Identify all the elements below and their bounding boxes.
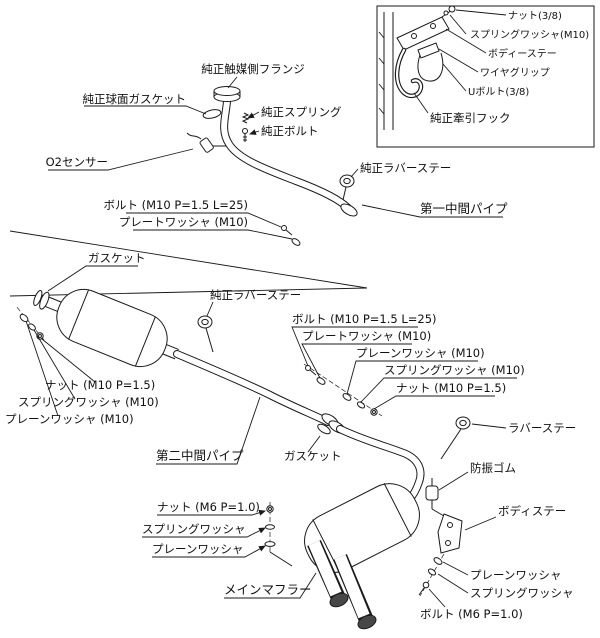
- inset-labels: ナット(3/8) スプリングワッシャ(M10) ボディーステー ワイヤグリップ …: [430, 10, 589, 125]
- label-main-muffler: メインマフラー: [224, 582, 312, 597]
- label-oem-rubber-stay-mid: 純正ラバーステー: [210, 288, 301, 302]
- front-pipe-end-flange: [340, 203, 358, 217]
- label-spring-washer-left-rear: スプリングワッシャ: [142, 522, 246, 536]
- second-mid-pipe-assembly: [15, 288, 383, 435]
- main-muffler-assembly: [264, 482, 420, 630]
- label-u-bolt: Uボルト(3/8): [468, 86, 529, 98]
- label-rubber-stay: ラバーステー: [508, 421, 576, 435]
- label-tow-hook: 純正牽引フック: [430, 111, 511, 125]
- oem-bolt-part: [242, 128, 248, 142]
- tow-hook-part: [394, 47, 424, 99]
- oem-spherical-gasket-part: [202, 109, 222, 119]
- oem-front-pipe-assembly: [186, 86, 358, 246]
- inset-border: [376, 5, 595, 148]
- oem-spring-part: [241, 112, 250, 124]
- floor-outline: [9, 230, 368, 297]
- main-muffler-body: [304, 482, 420, 574]
- label-plain-washer-m10-left: プレーンワッシャ (M10): [5, 412, 134, 426]
- tow-hook-bracket: [396, 5, 456, 51]
- left-fastener-stack: [15, 305, 45, 341]
- inset-leader-lines: [413, 9, 507, 114]
- label-nut-38: ナット(3/8): [508, 10, 562, 22]
- gasket-rear-part: [317, 423, 331, 435]
- wire-grip-part: [417, 42, 440, 59]
- label-spring-washer-m10-right: スプリングワッシャ (M10): [384, 363, 525, 377]
- o2-sensor-part: [186, 132, 226, 153]
- label-body-stay-rear: ボディステー: [498, 504, 566, 518]
- label-gasket-rear: ガスケット: [284, 449, 342, 463]
- label-gasket-front: ガスケット: [88, 251, 146, 265]
- label-plain-washer-right-rear: プレーンワッシャ: [470, 568, 561, 582]
- label-nut-m10-left: ナット (M10 P=1.5): [45, 378, 155, 392]
- label-first-mid-pipe: 第一中間パイプ: [420, 201, 508, 216]
- label-second-mid-pipe: 第二中間パイプ: [156, 448, 244, 463]
- frame-rail: [378, 12, 394, 130]
- vibration-rubber-part: [425, 478, 439, 509]
- u-bolt-part: [417, 51, 444, 82]
- label-bolt-m10-mid: ボルト (M10 P=1.5 L=25): [292, 312, 437, 326]
- label-o2-sensor: O2センサー: [46, 155, 108, 169]
- label-wire-grip: ワイヤグリップ: [480, 66, 550, 79]
- label-spring-washer-right-rear: スプリングワッシャ: [470, 586, 574, 600]
- oem-rubber-stay-front-ring: [339, 174, 355, 201]
- label-plate-washer-mid: プレートワッシャ (M10): [302, 329, 431, 343]
- detail-inset: ナット(3/8) スプリングワッシャ(M10) ボディーステー ワイヤグリップ …: [376, 5, 595, 148]
- leader-lines: [25, 76, 517, 608]
- label-spring-washer-inset: スプリングワッシャ(M10): [470, 28, 589, 41]
- label-bolt-m10-front: ボルト (M10 P=1.5 L=25): [103, 198, 248, 212]
- label-nut-m6: ナット (M6 P=1.0): [157, 500, 260, 514]
- label-oem-spring: 純正スプリング: [261, 105, 342, 119]
- body-stay-bracket: [431, 508, 463, 554]
- plate-washer-front-icon: [291, 238, 301, 246]
- rubber-stay-ring: [440, 416, 471, 460]
- label-oem-bolt: 純正ボルト: [261, 124, 319, 138]
- label-nut-m10-right: ナット (M10 P=1.5): [396, 381, 506, 395]
- label-body-stay-inset: ボディーステー: [488, 47, 557, 60]
- label-plain-washer-m10-right: プレーンワッシャ (M10): [356, 346, 485, 360]
- resonator-body: [33, 288, 179, 368]
- bolt-front-icon: [281, 225, 293, 236]
- label-plate-washer-front: プレートワッシャ (M10): [119, 215, 248, 229]
- muffler-front-bracket: [264, 502, 293, 567]
- label-oem-rubber-stay-front: 純正ラバーステー: [360, 161, 451, 175]
- label-oem-catalyst-flange: 純正触媒側フランジ: [201, 62, 305, 76]
- right-fastener-stack: [303, 363, 383, 417]
- oem-catalyst-flange-part: [213, 86, 241, 102]
- label-vibration-rubber: 防振ゴム: [470, 461, 516, 475]
- rear-assembly: [336, 416, 471, 597]
- rear-right-fastener-stack: [418, 553, 445, 597]
- oem-rubber-stay-mid-ring: [197, 315, 214, 353]
- label-oem-spherical-gasket: 純正球面ガスケット: [83, 92, 187, 106]
- muffler-tail-tips: [307, 539, 377, 630]
- label-spring-washer-m10-left: スプリングワッシャ (M10): [18, 395, 159, 409]
- label-plain-washer-left-rear: プレーンワッシャ: [152, 542, 243, 556]
- label-bolt-m6: ボルト (M6 P=1.0): [420, 607, 523, 621]
- labels: 純正触媒側フランジ 純正球面ガスケット 純正スプリング 純正ボルト O2センサー…: [5, 62, 576, 621]
